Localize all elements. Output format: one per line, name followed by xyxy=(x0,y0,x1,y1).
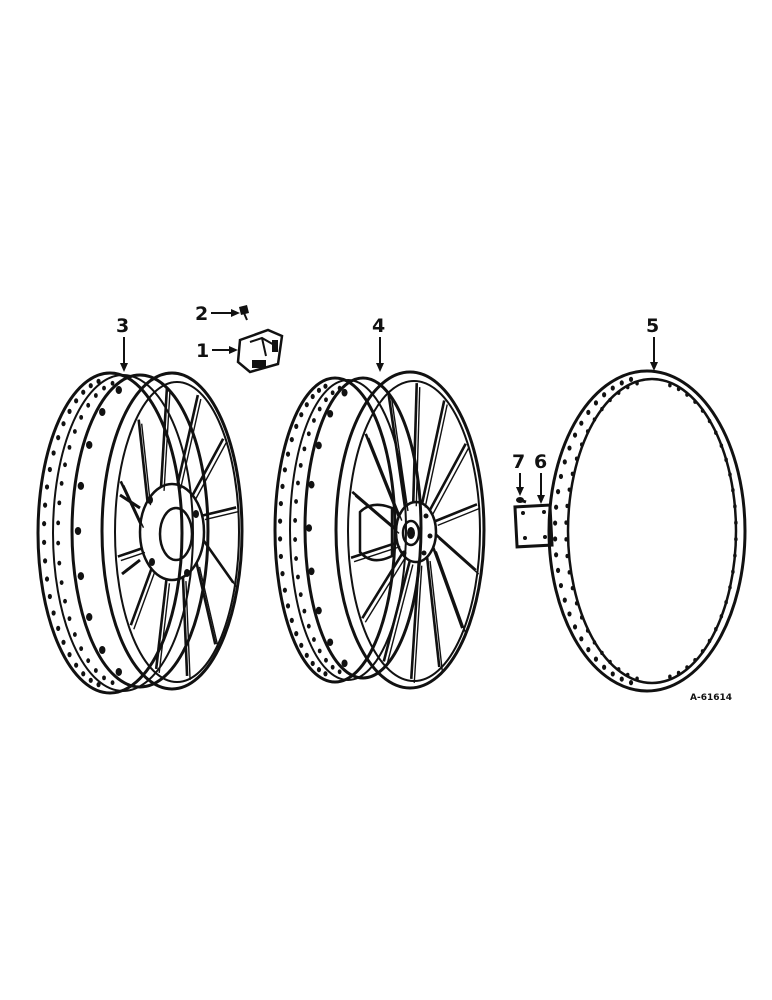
wheel-4-spokes xyxy=(350,383,481,683)
wheel-4 xyxy=(273,370,486,690)
wheel-3-hub xyxy=(119,482,206,582)
part-6-plate xyxy=(513,503,554,549)
callout-5: 5 xyxy=(646,315,659,337)
part-2-bolt xyxy=(239,305,249,321)
part-7-bolt xyxy=(516,497,527,504)
callout-2: 2 xyxy=(195,303,208,325)
callout-4: 4 xyxy=(372,315,385,337)
leader-lines xyxy=(120,309,658,504)
wheel-3-rim-holes xyxy=(42,378,122,688)
rim-5-holes xyxy=(553,376,738,686)
callout-6: 6 xyxy=(534,451,547,473)
wheel-4-hub xyxy=(358,500,438,564)
callout-7: 7 xyxy=(512,451,525,473)
wheel-4-rim-holes xyxy=(278,383,348,677)
callout-1: 1 xyxy=(196,340,209,362)
rim-5 xyxy=(547,369,747,693)
callout-3: 3 xyxy=(116,315,129,337)
part-1-clip xyxy=(236,328,284,374)
wheel-3 xyxy=(36,371,244,695)
drawing-id: A-61614 xyxy=(690,693,732,703)
